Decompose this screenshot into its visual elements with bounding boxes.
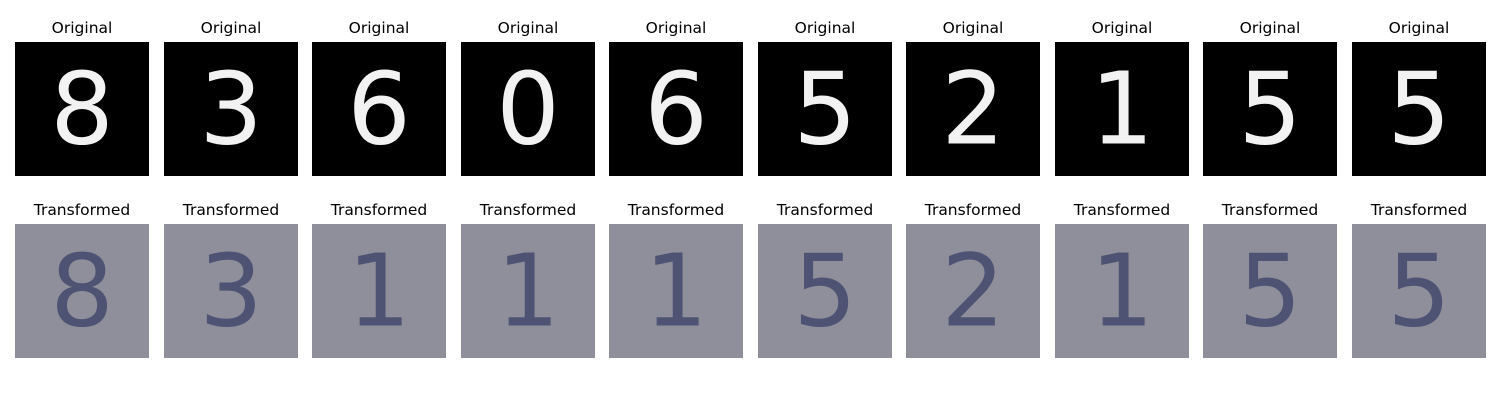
panel-title: Original xyxy=(200,19,262,37)
transformed-image-digit: 3 xyxy=(164,224,298,358)
original-panel: Original 6 xyxy=(312,18,446,178)
panel-title: Original xyxy=(348,19,410,37)
original-image-digit: 3 xyxy=(164,42,298,176)
transformed-image-digit: 5 xyxy=(1203,224,1337,358)
svg-text:0: 0 xyxy=(496,51,560,168)
transformed-image-digit: 2 xyxy=(906,224,1040,358)
original-image-digit: 1 xyxy=(1055,42,1189,176)
transformed-image-digit: 1 xyxy=(312,224,446,358)
panel-title: Transformed xyxy=(1370,201,1468,219)
panel-title: Original xyxy=(1091,19,1153,37)
original-image-digit: 6 xyxy=(312,42,446,176)
original-panel: Original 0 xyxy=(461,18,595,178)
transformed-panel: Transformed 1 xyxy=(1055,200,1189,360)
panel-title: Original xyxy=(51,19,113,37)
panel-title: Transformed xyxy=(1073,201,1171,219)
panel-title: Original xyxy=(1239,19,1301,37)
transformed-image-digit: 1 xyxy=(461,224,595,358)
svg-text:5: 5 xyxy=(1387,233,1451,350)
svg-text:1: 1 xyxy=(1090,233,1154,350)
panel-title: Transformed xyxy=(330,201,428,219)
panel-title: Original xyxy=(1388,19,1450,37)
original-panel: Original 3 xyxy=(164,18,298,178)
svg-text:5: 5 xyxy=(793,233,857,350)
original-image-digit: 5 xyxy=(1203,42,1337,176)
original-panel: Original 6 xyxy=(609,18,743,178)
panel-title: Transformed xyxy=(776,201,874,219)
transformed-panel: Transformed 2 xyxy=(906,200,1040,360)
svg-text:3: 3 xyxy=(199,51,263,168)
panel-title: Original xyxy=(497,19,559,37)
panel-title: Transformed xyxy=(627,201,725,219)
original-panel: Original 1 xyxy=(1055,18,1189,178)
svg-text:2: 2 xyxy=(941,233,1005,350)
svg-text:1: 1 xyxy=(347,233,411,350)
original-panel: Original 2 xyxy=(906,18,1040,178)
original-image-digit: 5 xyxy=(758,42,892,176)
svg-text:1: 1 xyxy=(496,233,560,350)
svg-text:1: 1 xyxy=(644,233,708,350)
panel-title: Original xyxy=(942,19,1004,37)
panel-title: Transformed xyxy=(33,201,131,219)
original-image-digit: 5 xyxy=(1352,42,1486,176)
transformed-panel: Transformed 5 xyxy=(1352,200,1486,360)
svg-text:5: 5 xyxy=(1387,51,1451,168)
transformed-image-digit: 1 xyxy=(609,224,743,358)
transformed-panel: Transformed 1 xyxy=(609,200,743,360)
original-image-digit: 2 xyxy=(906,42,1040,176)
transformed-image-digit: 5 xyxy=(1352,224,1486,358)
panel-title: Transformed xyxy=(182,201,280,219)
transformed-panel: Transformed 3 xyxy=(164,200,298,360)
transformed-image-digit: 5 xyxy=(758,224,892,358)
svg-text:8: 8 xyxy=(50,51,114,168)
original-panel: Original 5 xyxy=(1203,18,1337,178)
panel-title: Transformed xyxy=(1221,201,1319,219)
transformed-image-digit: 1 xyxy=(1055,224,1189,358)
svg-text:5: 5 xyxy=(1238,233,1302,350)
svg-text:6: 6 xyxy=(644,51,708,168)
svg-text:5: 5 xyxy=(793,51,857,168)
svg-text:8: 8 xyxy=(50,233,114,350)
transformed-panel: Transformed 1 xyxy=(461,200,595,360)
original-panel: Original 5 xyxy=(1352,18,1486,178)
svg-text:6: 6 xyxy=(347,51,411,168)
transformed-panel: Transformed 1 xyxy=(312,200,446,360)
transformed-panel: Transformed 5 xyxy=(758,200,892,360)
original-panel: Original 8 xyxy=(15,18,149,178)
panel-title: Original xyxy=(645,19,707,37)
original-image-digit: 0 xyxy=(461,42,595,176)
svg-text:3: 3 xyxy=(199,233,263,350)
transformed-image-digit: 8 xyxy=(15,224,149,358)
svg-text:2: 2 xyxy=(941,51,1005,168)
original-image-digit: 6 xyxy=(609,42,743,176)
original-row: Original 8 Original 3 Original 6 Origina… xyxy=(0,18,1500,178)
original-image-digit: 8 xyxy=(15,42,149,176)
panel-title: Transformed xyxy=(479,201,577,219)
panel-title: Original xyxy=(794,19,856,37)
panel-title: Transformed xyxy=(924,201,1022,219)
svg-text:1: 1 xyxy=(1090,51,1154,168)
original-panel: Original 5 xyxy=(758,18,892,178)
svg-text:5: 5 xyxy=(1238,51,1302,168)
transformed-panel: Transformed 8 xyxy=(15,200,149,360)
transformed-row: Transformed 8 Transformed 3 Transformed … xyxy=(0,200,1500,360)
transformed-panel: Transformed 5 xyxy=(1203,200,1337,360)
